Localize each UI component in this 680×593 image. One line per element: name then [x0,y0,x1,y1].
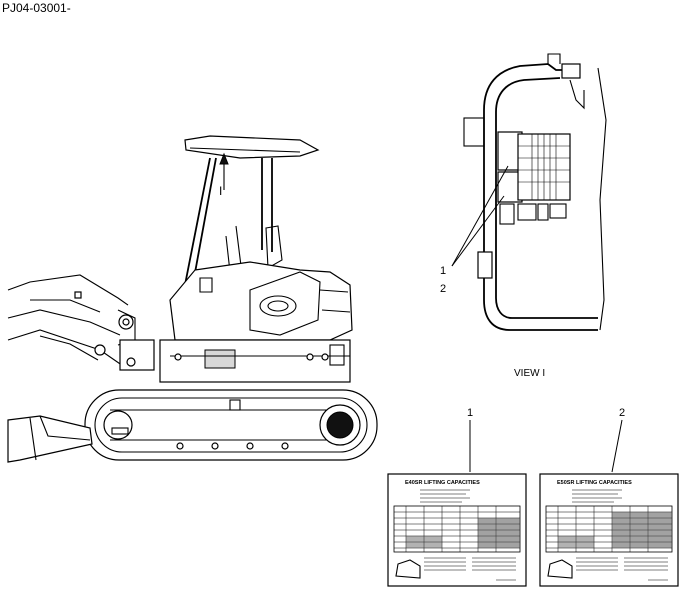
excavator-illustration: I [7,135,378,463]
decal-1-notes [424,557,516,581]
idler-wheel [103,410,133,440]
upper-bracket [561,63,581,79]
panel-label-b [517,203,537,221]
canopy-roof [184,135,320,159]
decal-1: 1 E40SR LIFTING CAPACITIES [387,407,527,587]
operator-seat [265,225,283,269]
boom-pin [94,344,106,356]
panel-decal-grid [518,134,570,200]
swing-base [159,339,351,383]
boom-lower-arm [7,329,127,369]
callout-2: 2 [440,283,446,295]
decal-2: 2 E50SR LIFTING CAPACITIES [539,407,679,587]
panel-mount [463,117,485,147]
callout-1: 1 [440,265,446,277]
view-mark: I [219,184,222,198]
decal-2-title: E50SR LIFTING CAPACITIES [557,480,632,486]
decal-1-title: E40SR LIFTING CAPACITIES [405,480,480,486]
pillar-frame-inner [495,77,598,319]
panel-label-d [549,203,567,219]
base-grille [204,349,236,369]
decal-1-capacity-table [393,505,521,553]
decal-2-spec-text [572,489,622,503]
drawing-id: PJ04-03001- [2,1,71,15]
decal-2-number: 2 [619,407,625,419]
decal-2-leader [611,419,623,473]
decal-1-excavator-icon [395,559,421,579]
swing-bracket [119,339,155,371]
decal-1-spec-text [420,489,470,503]
decal-2-notes [576,557,668,581]
leader-line-1 [451,165,509,267]
boom-upper-edge [7,274,129,306]
panel-label-c [537,203,549,221]
pillar-frame-outer [483,63,598,331]
decal-2-capacity-table [545,505,673,553]
leader-line-2 [451,195,505,267]
view-label: VIEW I [514,368,545,379]
cover-emblem [259,295,297,317]
boom-inner-line [30,299,101,313]
boom-lower-edge [7,309,121,336]
decal-1-number: 1 [467,407,473,419]
track-assembly [84,389,378,461]
engine-cover [249,271,321,336]
canopy-front-pillar [181,157,211,301]
view-i-detail: 1 2 VIEW I [440,53,607,379]
lower-bracket [477,251,493,279]
upper-structure [169,261,353,341]
panel-label-a [499,203,515,225]
decal-2-excavator-icon [547,559,573,579]
